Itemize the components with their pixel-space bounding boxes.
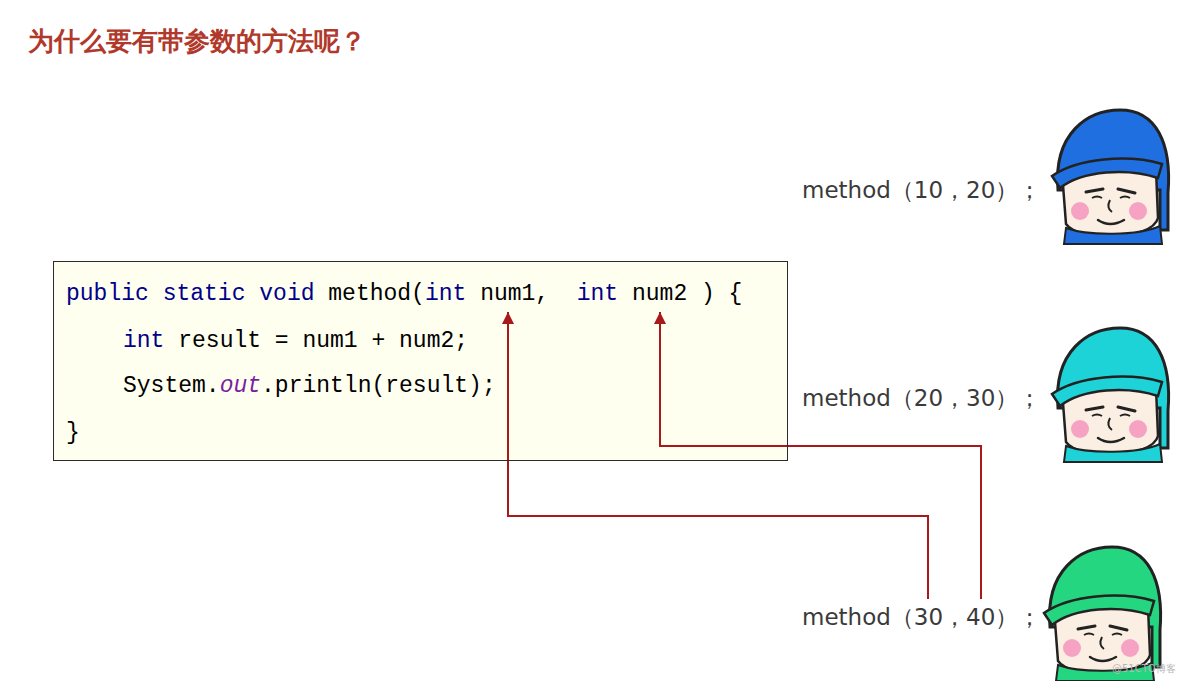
code-token: public bbox=[66, 281, 149, 307]
argument-arrow bbox=[508, 312, 928, 599]
argument-arrow bbox=[660, 312, 981, 599]
code-panel-fill bbox=[53, 261, 788, 461]
code-box: public static void method(int num1, int … bbox=[53, 261, 788, 461]
code-token: void bbox=[259, 281, 314, 307]
code-token: int bbox=[425, 281, 466, 307]
code-token: static bbox=[163, 281, 246, 307]
code-token: out bbox=[220, 373, 261, 399]
green-courier-head bbox=[1044, 547, 1161, 681]
watermark: @51CTO博客 bbox=[1112, 662, 1176, 676]
cyan-courier-head bbox=[1052, 328, 1169, 462]
code-line: System.out.println(result); bbox=[123, 372, 496, 400]
slide-title: 为什么要有带参数的方法呢？ bbox=[28, 24, 366, 59]
code-line: public static void method(int num1, int … bbox=[66, 280, 742, 308]
method-call: method（30，40）； bbox=[802, 602, 1041, 633]
method-call: method（20，30）； bbox=[802, 383, 1041, 414]
code-token: int bbox=[577, 281, 618, 307]
code-token: int bbox=[123, 328, 164, 354]
code-line: int result = num1 + num2; bbox=[123, 327, 468, 355]
method-call: method（10，20）； bbox=[802, 175, 1041, 206]
code-line: } bbox=[66, 419, 80, 447]
blue-courier-head bbox=[1052, 110, 1169, 244]
